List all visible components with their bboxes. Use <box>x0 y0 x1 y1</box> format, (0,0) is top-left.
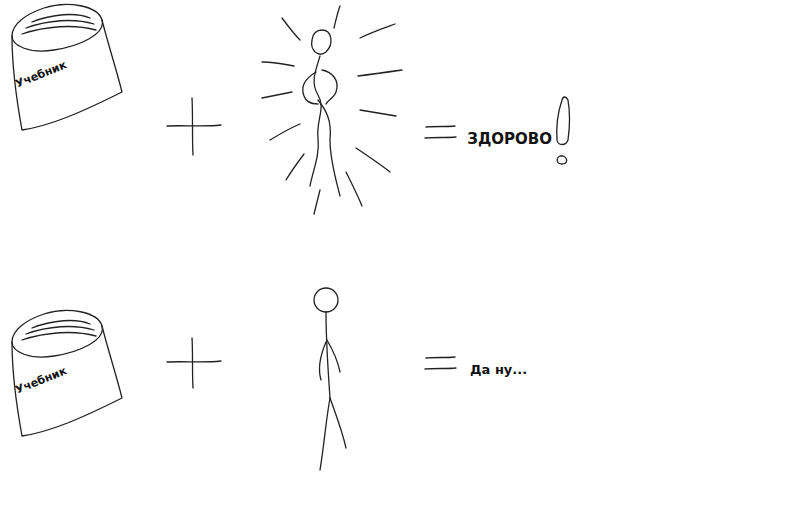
result-text: ЗДОРОВО <box>467 130 552 148</box>
result-text: Да ну... <box>470 362 527 377</box>
exclamation-mark <box>557 97 570 164</box>
equals-sign <box>425 357 456 369</box>
textbook-shape: Учебник <box>2 2 132 137</box>
book-stroke <box>12 20 122 130</box>
book-stroke <box>12 326 122 436</box>
glowing-person <box>262 6 402 214</box>
book-stroke <box>12 310 102 357</box>
book-stroke <box>22 27 96 34</box>
book-title: Учебник <box>14 58 69 90</box>
plus-sign <box>167 338 221 388</box>
plus-sign <box>167 98 221 155</box>
textbook-shape: Учебник <box>2 308 132 443</box>
book-title: Учебник <box>14 364 69 396</box>
book-stroke <box>22 333 96 340</box>
book-stroke <box>12 4 102 51</box>
plain-person <box>314 288 346 470</box>
equals-sign <box>425 126 456 138</box>
